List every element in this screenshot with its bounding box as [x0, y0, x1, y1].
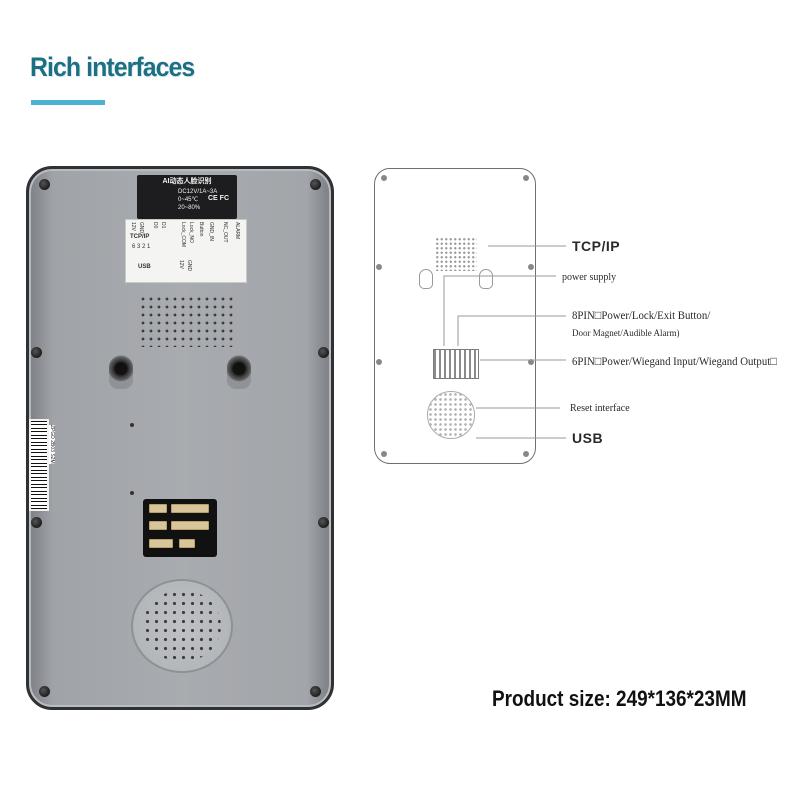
- device-back-panel: AI动态人脸识别 DC12V/1A~3A 0~45℃ 20~80% CE FC …: [26, 166, 334, 710]
- wiring-pin: Lock_COM: [180, 222, 186, 248]
- wiring-pin: Button: [198, 222, 204, 237]
- screw-icon: [523, 175, 529, 181]
- callout-usb: USB: [572, 430, 604, 446]
- page-heading: Rich interfaces: [30, 52, 195, 82]
- spec-line: DC12V/1A~3A: [178, 189, 218, 195]
- spec-line: 0~45℃: [178, 197, 199, 203]
- wiring-tcpip: TCP/IP: [130, 234, 150, 240]
- wiring-pin: Lock_NO: [188, 222, 194, 243]
- wiring-pin: GND_IN: [208, 222, 214, 241]
- wiring-label: TCP/IP 6 3 2 1 USB 12V GND D0 D1 12V GND…: [125, 219, 247, 283]
- connector-port: [171, 504, 209, 513]
- screw-icon: [528, 359, 534, 365]
- wiring-pin: NC_OUT: [222, 222, 228, 243]
- wiring-usb: USB: [138, 264, 151, 270]
- indicator-dot: [130, 423, 134, 427]
- device-line-drawing: [374, 168, 536, 464]
- barcode-sticker: ZPGD 2B03 S2M: [29, 419, 55, 511]
- product-size: Product size: 249*136*23MM: [492, 686, 747, 711]
- callout-8pin: 8PIN□Power/Lock/Exit Button/: [572, 308, 711, 322]
- screw-icon: [318, 347, 329, 358]
- wiring-pin: ALARM: [234, 222, 240, 240]
- cert-marks: CE FC: [208, 195, 229, 202]
- mounting-hole-icon: [419, 269, 433, 289]
- connector-port: [149, 504, 167, 513]
- connector-block: [433, 349, 479, 379]
- heading-underline: [31, 100, 105, 105]
- spec-label-title: AI动态人脸识别: [162, 178, 212, 185]
- callout-tcpip: TCP/IP: [572, 238, 621, 254]
- spec-line: 20~80%: [178, 205, 201, 211]
- connector-block: [143, 499, 217, 557]
- connector-port: [149, 539, 173, 548]
- wiring-pin: GND: [138, 222, 144, 234]
- screw-icon: [39, 686, 50, 697]
- barcode-text: ZPGD 2B03 S2M: [49, 425, 55, 464]
- screw-icon: [381, 451, 387, 457]
- mounting-hole-icon: [479, 269, 493, 289]
- indicator-dot: [130, 491, 134, 495]
- wiring-tcpip-pins: 6 3 2 1: [132, 244, 151, 250]
- wiring-pin: GND: [186, 260, 192, 272]
- connector-port: [171, 521, 209, 530]
- screw-icon: [381, 175, 387, 181]
- speaker-grille: [133, 581, 231, 671]
- mounting-hole-icon: [227, 355, 251, 389]
- callout-power-supply: power supply: [562, 272, 617, 283]
- wiring-pin: 12V: [178, 260, 184, 269]
- screw-icon: [31, 347, 42, 358]
- callout-8pin-detail: Door Magnet/Audible Alarm): [572, 328, 680, 338]
- screw-icon: [528, 264, 534, 270]
- connector-port: [149, 521, 167, 530]
- mounting-hole-icon: [109, 355, 133, 389]
- screw-icon: [31, 517, 42, 528]
- microphone-grille: [139, 295, 235, 347]
- screw-icon: [376, 359, 382, 365]
- wiring-pin: D1: [160, 222, 166, 229]
- screw-icon: [376, 264, 382, 270]
- connector-port: [179, 539, 195, 548]
- microphone-grille: [435, 237, 477, 271]
- speaker-grille: [427, 391, 475, 439]
- spec-label: AI动态人脸识别 DC12V/1A~3A 0~45℃ 20~80% CE FC: [137, 175, 237, 219]
- screw-icon: [318, 517, 329, 528]
- screw-icon: [39, 179, 50, 190]
- screw-icon: [310, 686, 321, 697]
- screw-icon: [523, 451, 529, 457]
- callout-reset: Reset interface: [570, 403, 630, 414]
- wiring-pin: 12V: [130, 222, 136, 231]
- wiring-pin: D0: [152, 222, 158, 229]
- screw-icon: [310, 179, 321, 190]
- callout-6pin: 6PIN□Power/Wiegand Input/Wiegand Output□: [572, 354, 777, 368]
